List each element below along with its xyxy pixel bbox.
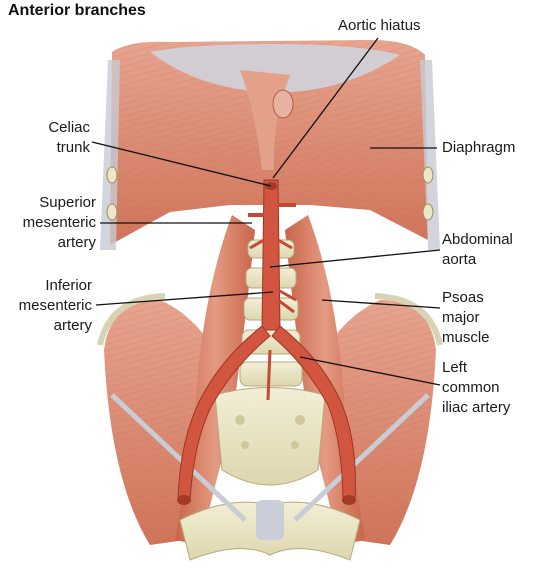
label-line: common bbox=[442, 379, 500, 396]
label-inferior-mesenteric-artery: Inferior mesenteric artery bbox=[4, 276, 92, 336]
label-line: mesenteric bbox=[18, 297, 92, 314]
label-line: mesenteric bbox=[22, 214, 96, 231]
label-line: artery bbox=[57, 234, 96, 251]
figure-heading: Anterior branches bbox=[8, 2, 146, 19]
label-line: major bbox=[442, 309, 480, 326]
pelvis bbox=[110, 387, 430, 561]
label-line: aorta bbox=[442, 251, 477, 268]
label-line: Celiac bbox=[48, 119, 90, 136]
label-superior-mesenteric-artery: Superior mesenteric artery bbox=[4, 193, 96, 253]
label-aortic-hiatus: Aortic hiatus bbox=[338, 16, 421, 36]
label-abdominal-aorta: Abdominal aorta bbox=[442, 230, 513, 270]
label-text: Diaphragm bbox=[442, 139, 516, 156]
leader-aortic-hiatus bbox=[272, 37, 379, 179]
leader-left-common-iliac bbox=[299, 356, 441, 386]
label-psoas-major-muscle: Psoas major muscle bbox=[442, 288, 490, 348]
label-celiac-trunk: Celiac trunk bbox=[30, 118, 90, 158]
leader-psoas bbox=[321, 299, 441, 309]
label-line: Abdominal bbox=[442, 231, 513, 248]
leader-inferior-mesenteric bbox=[95, 291, 274, 306]
label-line: artery bbox=[53, 317, 92, 334]
leader-lines bbox=[91, 37, 441, 386]
leader-celiac-trunk bbox=[91, 141, 272, 187]
label-line: trunk bbox=[56, 139, 90, 156]
label-line: iliac artery bbox=[442, 399, 511, 416]
label-diaphragm: Diaphragm bbox=[442, 138, 515, 158]
label-text: Aortic hiatus bbox=[338, 17, 421, 34]
aorta bbox=[177, 179, 356, 505]
label-line: muscle bbox=[442, 329, 490, 346]
label-line: Superior bbox=[39, 194, 96, 211]
label-left-common-iliac-artery: Left common iliac artery bbox=[442, 358, 510, 418]
label-line: Inferior bbox=[45, 277, 92, 294]
diaphragm bbox=[100, 40, 440, 250]
label-line: Left bbox=[442, 359, 468, 376]
label-line: Psoas bbox=[442, 289, 484, 306]
leader-abdominal-aorta bbox=[269, 249, 441, 268]
